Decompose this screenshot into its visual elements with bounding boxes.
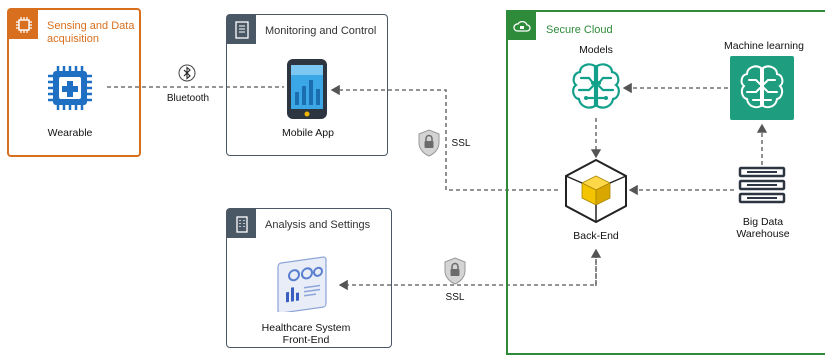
group-title: Analysis and Settings	[265, 219, 371, 231]
backend-label: Back-End	[573, 230, 619, 242]
mobile-app-label: Mobile App	[282, 127, 334, 139]
frontend-label-line2: Front-End	[282, 334, 330, 346]
backend-cube-icon	[562, 158, 630, 229]
ssl-top-label: SSL	[451, 138, 471, 149]
document-icon	[227, 15, 256, 44]
frontend-label-line1: Healthcare System	[261, 322, 351, 334]
warehouse-label-line2: Warehouse	[736, 228, 790, 240]
group-title: Monitoring and Control	[265, 25, 377, 37]
machine-learning-icon	[730, 56, 794, 120]
group-title: Secure Cloud	[546, 24, 613, 36]
brain-icon	[568, 60, 624, 119]
ssl-bottom-label: SSL	[445, 292, 465, 303]
database-server-icon	[737, 166, 787, 211]
dashboard-icon	[274, 250, 334, 317]
bluetooth-label: Bluetooth	[166, 93, 210, 104]
lock-icon	[418, 129, 440, 162]
machine-learning-label: Machine learning	[724, 40, 804, 52]
models-label: Models	[579, 44, 613, 56]
warehouse-label: Big Data Warehouse	[720, 216, 806, 240]
warehouse-label-line1: Big Data	[742, 216, 784, 228]
wearable-label: Wearable	[47, 127, 93, 139]
frontend-label: Healthcare System Front-End	[244, 322, 368, 346]
group-monitoring: Monitoring and Control	[226, 14, 388, 156]
chip-icon	[9, 10, 38, 39]
group-title: Sensing and Data acquisition	[47, 20, 135, 45]
wearable-icon	[44, 62, 96, 119]
connectors	[107, 82, 768, 291]
building-icon	[227, 209, 256, 238]
cloud-lock-icon	[508, 12, 536, 40]
ssl-link-mobile	[330, 84, 558, 191]
group-sensing: Sensing and Data acquisition	[7, 8, 141, 157]
mobile-phone-icon	[285, 58, 329, 125]
bluetooth-icon	[178, 64, 196, 87]
lock-icon	[444, 257, 466, 290]
